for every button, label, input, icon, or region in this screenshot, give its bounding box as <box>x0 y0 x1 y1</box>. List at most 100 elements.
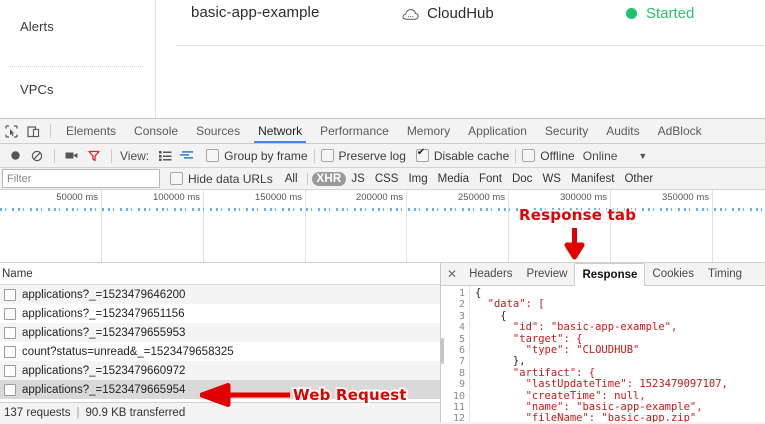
row-checkbox[interactable] <box>4 288 16 301</box>
type-filter-manifest[interactable]: Manifest <box>570 172 615 185</box>
response-code: { "data": [ { "id": "basic-app-example",… <box>470 286 765 422</box>
detail-tabbar: ✕ Headers Preview Response Cookies Timin… <box>441 263 765 286</box>
row-checkbox[interactable] <box>4 345 16 358</box>
tab-application-label: Application <box>468 123 527 138</box>
ruler-label: 50000 ms <box>56 192 98 203</box>
type-filter-xhr[interactable]: XHR <box>311 171 347 186</box>
tab-performance[interactable]: Performance <box>311 120 398 143</box>
type-filter-doc[interactable]: Doc <box>511 172 533 185</box>
row-checkbox[interactable] <box>4 307 16 320</box>
group-by-frame-box <box>206 149 220 162</box>
tab-adblock[interactable]: AdBlock <box>649 120 711 143</box>
type-filter-js[interactable]: JS <box>351 172 365 185</box>
code-line: "artifact": { <box>475 366 596 379</box>
tab-security[interactable]: Security <box>536 120 597 143</box>
app-main: basic-app-example CloudHub Start <box>156 0 765 118</box>
type-filter-img[interactable]: Img <box>408 172 428 185</box>
annotation-web-request: Web Request Web Request <box>291 384 408 406</box>
inspect-element-icon[interactable] <box>0 120 22 142</box>
column-header-name: Name <box>2 267 33 280</box>
scrollbar-thumb[interactable] <box>441 338 444 364</box>
annotation-arrow-left-icon <box>200 383 290 407</box>
record-icon[interactable] <box>4 145 26 167</box>
type-filter-other[interactable]: Other <box>624 172 654 185</box>
group-by-frame-label: Group by frame <box>224 148 308 163</box>
list-view-icon[interactable] <box>154 145 176 167</box>
type-filter-ws[interactable]: WS <box>542 172 561 185</box>
tab-performance-label: Performance <box>320 123 389 138</box>
offline-label: Offline <box>540 148 575 163</box>
code-line: "target": { <box>475 332 583 345</box>
deployment-target-label: CloudHub <box>427 5 494 22</box>
tab-application[interactable]: Application <box>459 120 536 143</box>
type-filter-media[interactable]: Media <box>437 172 469 185</box>
device-toolbar-icon[interactable] <box>22 120 44 142</box>
code-line: }, <box>475 355 526 368</box>
offline-checkbox[interactable]: Offline <box>522 148 575 163</box>
hide-data-urls-label: Hide data URLs <box>188 171 273 186</box>
tab-memory[interactable]: Memory <box>398 120 459 143</box>
tab-timing[interactable]: Timing <box>707 267 743 280</box>
code-line: { <box>475 287 482 299</box>
tab-audits[interactable]: Audits <box>597 120 648 143</box>
group-by-frame-checkbox[interactable]: Group by frame <box>206 148 308 163</box>
tab-response[interactable]: Response <box>574 263 646 286</box>
line-number: 11 <box>452 402 465 414</box>
ruler-tick <box>305 190 306 262</box>
ruler-label: 200000 ms <box>355 192 403 203</box>
row-checkbox[interactable] <box>4 364 16 377</box>
request-list-pane: Name applications?_=1523479646200 applic… <box>0 263 441 422</box>
sidebar-item-alerts[interactable]: Alerts <box>20 19 54 34</box>
tab-preview[interactable]: Preview <box>526 267 568 280</box>
network-overview-timeline[interactable]: 50000 ms 100000 ms 150000 ms 200000 ms 2… <box>0 190 765 263</box>
toolbar-divider <box>50 124 51 138</box>
type-filter-font[interactable]: Font <box>478 172 502 185</box>
network-toolbar: View: Group by frame <box>0 144 765 168</box>
camera-icon[interactable] <box>61 145 83 167</box>
ruler-label: 100000 ms <box>152 192 200 203</box>
filter-funnel-icon[interactable] <box>83 145 105 167</box>
code-line: "name": "basic-app-example", <box>475 401 703 414</box>
ruler-label: 300000 ms <box>559 192 607 203</box>
throttling-value[interactable]: Online <box>582 148 618 163</box>
clear-icon[interactable] <box>26 145 48 167</box>
row-checkbox[interactable] <box>4 326 16 339</box>
chevron-down-icon[interactable]: ▼ <box>638 150 648 161</box>
sidebar-item-vpcs-label: VPCs <box>20 82 54 97</box>
app-sidebar: Alerts VPCs <box>0 0 156 118</box>
preserve-log-box <box>320 149 334 162</box>
annotation-web-request-outline: Web Request <box>291 384 408 406</box>
disable-cache-checkbox[interactable]: Disable cache <box>415 147 509 163</box>
request-name: applications?_=1523479660972 <box>22 364 186 377</box>
request-name: applications?_=1523479651156 <box>22 307 185 320</box>
tab-cookies[interactable]: Cookies <box>652 267 694 280</box>
hide-data-urls-checkbox[interactable]: Hide data URLs <box>170 172 273 186</box>
table-row[interactable]: applications?_=1523479655953 <box>0 323 440 342</box>
tab-console[interactable]: Console <box>125 120 187 143</box>
table-row[interactable]: applications?_=1523479651156 <box>0 304 440 323</box>
preserve-log-checkbox[interactable]: Preserve log <box>320 149 406 163</box>
type-filter-all[interactable]: All <box>284 172 298 185</box>
row-checkbox[interactable] <box>4 383 16 396</box>
sidebar-divider <box>8 66 143 67</box>
status-dot-icon <box>626 8 637 19</box>
sidebar-item-vpcs[interactable]: VPCs <box>20 82 54 97</box>
table-row[interactable]: count?status=unread&_=1523479658325 <box>0 342 440 361</box>
tab-network[interactable]: Network <box>249 120 311 143</box>
table-row[interactable]: applications?_=1523479660972 <box>0 361 440 380</box>
tab-sources[interactable]: Sources <box>187 120 249 143</box>
filter-input[interactable] <box>2 169 160 188</box>
tab-headers[interactable]: Headers <box>469 267 513 280</box>
tab-elements[interactable]: Elements <box>57 120 125 143</box>
type-filter-css[interactable]: CSS <box>374 172 399 185</box>
request-name: count?status=unread&_=1523479658325 <box>22 345 234 358</box>
table-row[interactable]: applications?_=1523479646200 <box>0 285 440 304</box>
code-line: "lastUpdateTime": 1523479097107, <box>475 378 728 391</box>
close-icon[interactable]: ✕ <box>447 267 458 281</box>
app-header-divider <box>176 45 765 46</box>
status-separator: | <box>76 406 80 419</box>
response-body-viewer[interactable]: 1 2 3 4 5 6 7 8 9 10 11 12 { "data": [ {… <box>441 286 765 422</box>
waterfall-view-icon[interactable] <box>176 145 198 167</box>
line-number: 2 <box>458 299 465 311</box>
